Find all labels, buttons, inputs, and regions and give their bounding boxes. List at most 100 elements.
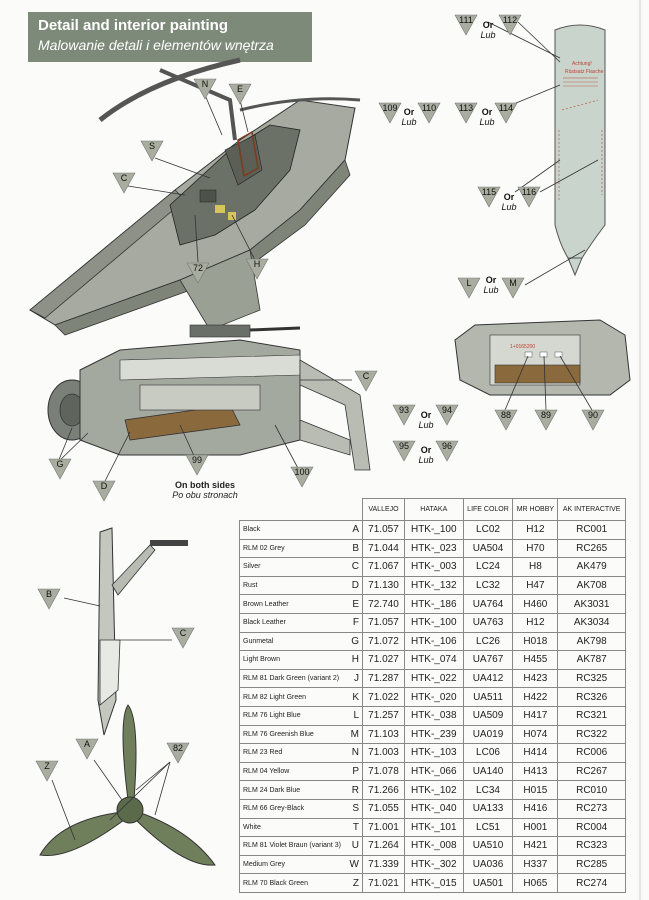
both-sides-note: On both sides Po obu stronach (150, 480, 260, 500)
callout-engine-side: 93 (392, 404, 416, 426)
callout-label: 82 (173, 743, 183, 753)
callout-label: 90 (588, 410, 598, 420)
paint-ak-value: RC323 (557, 836, 626, 856)
paint-ak-value: RC006 (557, 743, 626, 763)
engine-stencil: 1+0165200 (510, 344, 535, 350)
callout-label: 110 (422, 103, 436, 113)
both-sides-en: On both sides (174, 480, 235, 490)
paint-vallejo-value: 71.078 (362, 761, 405, 782)
callout-label: L (466, 278, 471, 288)
paint-ak-value: RC004 (557, 817, 626, 838)
table-header-blank (239, 498, 363, 521)
paint-hataka-value: HTK-_186 (403, 594, 464, 614)
paint-code: B (346, 538, 363, 559)
callout-label: 96 (442, 441, 452, 451)
paint-mrhobby-value: H015 (512, 780, 559, 800)
tank-top-lub: Lub (480, 30, 495, 40)
paint-vallejo-value: 71.057 (362, 612, 405, 633)
paint-vallejo-value: 72.740 (362, 594, 405, 614)
callout-engine: D (92, 480, 116, 502)
paint-ak-value: RC001 (557, 520, 626, 540)
paint-life-value: LC24 (462, 557, 514, 577)
paint-name: RLM 76 Greenish Blue (239, 724, 346, 745)
paint-name: Brown Leather (239, 594, 346, 614)
paint-mrhobby-value: H421 (512, 836, 559, 856)
paint-name: RLM 82 Light Green (239, 687, 346, 707)
paint-code: D (346, 575, 363, 596)
paint-ak-value: AK3031 (557, 594, 626, 614)
paint-mrhobby-value: H414 (512, 743, 559, 763)
paint-mrhobby-value: H455 (512, 650, 559, 670)
paint-mrhobby-value: H70 (512, 538, 559, 559)
paint-hataka-value: HTK-_038 (403, 705, 464, 726)
paint-life-value: UA412 (462, 668, 514, 689)
paint-name: RLM 76 Light Blue (239, 705, 346, 726)
tank-top-or: Or (483, 20, 494, 30)
callout-engine: 99 (185, 454, 209, 476)
callout-engine-side: 90 (581, 409, 605, 431)
paint-ak-value: RC326 (557, 687, 626, 707)
paint-hataka-value: HTK-_020 (403, 687, 464, 707)
callout-label: 94 (442, 405, 452, 415)
paint-hataka-value: HTK-_008 (403, 836, 464, 856)
engine-illustration (47, 324, 371, 484)
tank-mid-b-or: Or (482, 107, 493, 117)
tank-mid-a-or: Or (404, 107, 415, 117)
paint-hataka-value: HTK-_023 (403, 538, 464, 559)
callout-tank: L (457, 277, 481, 299)
propeller-illustration (39, 704, 216, 866)
paint-life-value: UA019 (462, 724, 514, 745)
callout-cockpit: C (112, 172, 136, 194)
callout-label: 116 (522, 187, 536, 197)
tank-stencil-line2: Rüstsatz Flasche (565, 69, 604, 75)
paint-name: Medium Grey (239, 854, 346, 875)
paint-life-value: UA036 (462, 854, 514, 875)
paint-mrhobby-value: H417 (512, 705, 559, 726)
paint-name: RLM 02 Grey (239, 538, 346, 559)
paint-mrhobby-value: H416 (512, 798, 559, 819)
paint-ak-value: AK708 (557, 575, 626, 596)
paint-ak-value: RC321 (557, 705, 626, 726)
paint-hataka-value: HTK-_100 (403, 612, 464, 633)
callout-label: C (180, 628, 187, 638)
callout-label: 99 (192, 455, 202, 465)
paint-vallejo-value: 71.264 (362, 836, 405, 856)
paint-name: RLM 81 Dark Green (variant 2) (239, 668, 346, 689)
paint-mrhobby-value: H001 (512, 817, 559, 838)
callout-engine-side: 94 (435, 404, 459, 426)
callout-label: 113 (459, 103, 473, 113)
paint-life-value: UA511 (462, 687, 514, 707)
paint-ak-value: RC285 (557, 854, 626, 875)
callout-label: B (46, 589, 52, 599)
callout-tank: 109 (378, 102, 402, 124)
title-english: Detail and interior painting (38, 17, 229, 34)
paint-ak-value: RC274 (557, 873, 626, 893)
paint-name: Black Leather (239, 612, 346, 633)
header-vallejo: VALLEJO (362, 498, 405, 521)
callout-label: 111 (459, 15, 473, 25)
paint-code: J (346, 668, 363, 689)
paint-life-value: UA140 (462, 761, 514, 782)
callout-tank: 111 (454, 14, 478, 36)
paint-code: M (346, 724, 363, 745)
paint-ak-value: RC267 (557, 761, 626, 782)
paint-vallejo-value: 71.067 (362, 557, 405, 577)
callout-cockpit: S (140, 140, 164, 162)
callout-label: A (84, 739, 90, 749)
paint-ak-value: AK787 (557, 650, 626, 670)
callout-engine: G (48, 458, 72, 480)
callout-label: G (56, 459, 63, 469)
paint-hataka-value: HTK-_239 (403, 724, 464, 745)
callout-label: 100 (294, 467, 309, 477)
callout-tank: 114 (494, 102, 518, 124)
paint-ak-value: AK798 (557, 631, 626, 652)
